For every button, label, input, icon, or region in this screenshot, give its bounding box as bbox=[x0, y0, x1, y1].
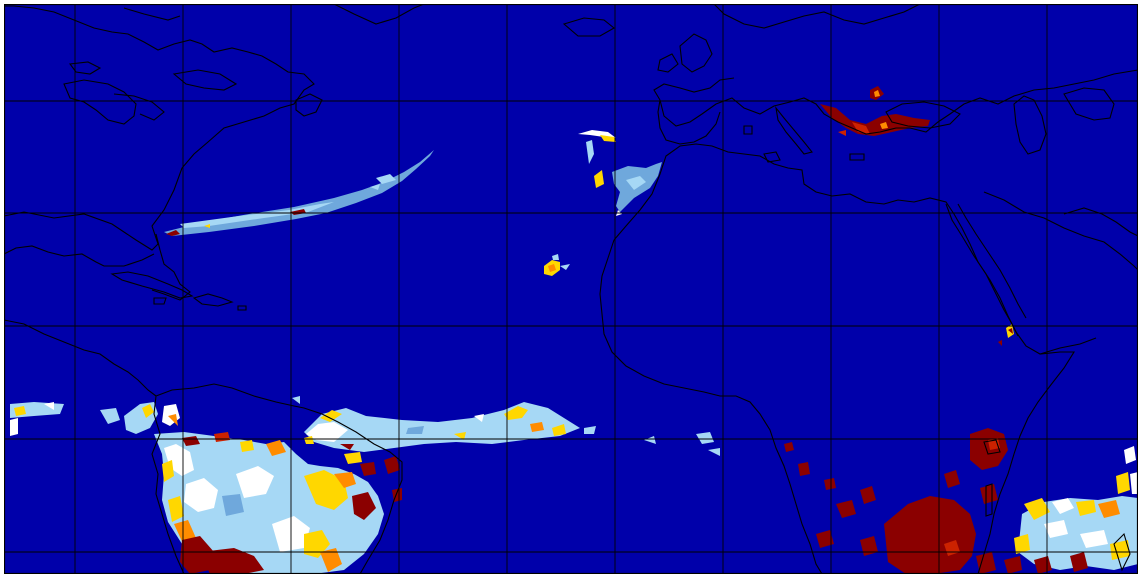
map-canvas bbox=[4, 4, 1138, 574]
africa-coastline bbox=[613, 143, 1075, 574]
cuba-coastline bbox=[110, 271, 194, 299]
black-sea-coastline bbox=[885, 101, 961, 129]
graticule bbox=[4, 4, 1138, 574]
british-isles-coastline bbox=[679, 33, 713, 73]
iceland-coastline bbox=[562, 17, 615, 37]
precipitation-layer bbox=[10, 86, 1138, 574]
red-sea-cell bbox=[998, 324, 1014, 346]
hispaniola-coastline bbox=[192, 293, 234, 307]
arabian-peninsula-coastline bbox=[983, 191, 1138, 271]
precipitation-map bbox=[4, 4, 1138, 574]
atlantic-frontal-band bbox=[164, 150, 434, 236]
greenland-coastline bbox=[333, 4, 425, 25]
south-america-coastline bbox=[155, 383, 403, 574]
azores-portugal-cells bbox=[578, 130, 662, 216]
north-america-coastline bbox=[4, 5, 315, 251]
red-sea-coastline bbox=[945, 203, 1019, 337]
italy-coastline bbox=[775, 106, 813, 155]
europe-coastline bbox=[659, 69, 1138, 135]
east-africa-rainfall bbox=[1004, 446, 1138, 574]
itcz-band bbox=[304, 402, 720, 456]
caspian-sea-coastline bbox=[1013, 95, 1047, 155]
amazon-rainfall bbox=[10, 396, 402, 574]
canary-cell bbox=[544, 254, 570, 276]
map-frame-border bbox=[4, 4, 1138, 574]
